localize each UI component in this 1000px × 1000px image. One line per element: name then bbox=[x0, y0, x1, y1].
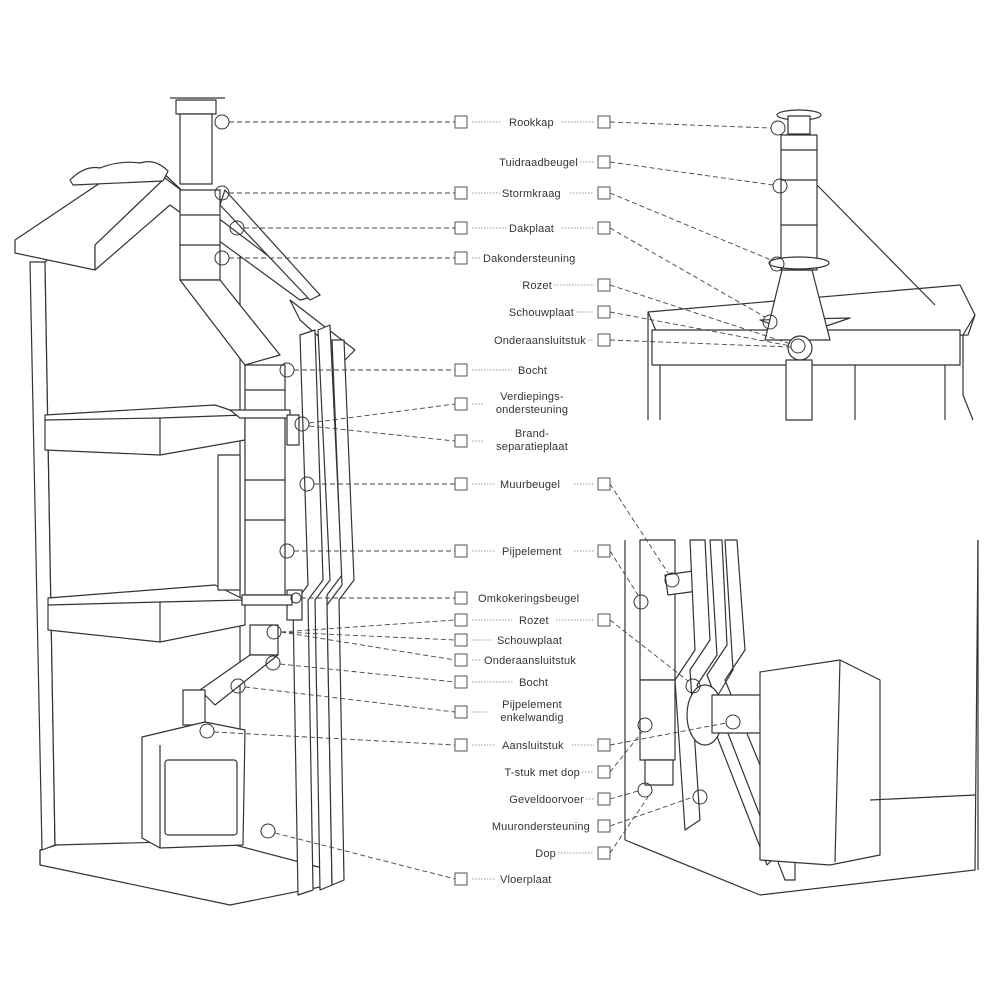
vertical-pipe bbox=[639, 539, 676, 681]
checkbox-muurondersteuning[interactable] bbox=[597, 819, 611, 833]
checkbox-dakondersteuning[interactable] bbox=[454, 251, 468, 265]
top-pipe bbox=[780, 134, 818, 271]
checkbox-dakplaat-left[interactable] bbox=[454, 221, 468, 235]
checkbox-schouwplaat-left[interactable] bbox=[454, 633, 468, 647]
label-vloerplaat: Vloerplaat bbox=[500, 874, 552, 886]
stormkraag-part bbox=[768, 256, 830, 270]
checkbox-omkokeringsbeugel[interactable] bbox=[454, 591, 468, 605]
checkbox-bocht[interactable] bbox=[454, 363, 468, 377]
single-wall-pipe bbox=[199, 654, 279, 706]
wall-layer-1 bbox=[674, 539, 711, 831]
rookkap-part bbox=[175, 99, 217, 115]
label-rozet-top: Rozet bbox=[522, 280, 552, 292]
label-onderaansluitstuk: Onderaansluitstuk bbox=[484, 655, 576, 667]
wall-layer-3 bbox=[714, 539, 796, 881]
checkbox-pijpelement-left[interactable] bbox=[454, 544, 468, 558]
checkbox-geveldoorvoer[interactable] bbox=[597, 792, 611, 806]
label-stormkraag: Stormkraag bbox=[502, 188, 561, 200]
checkbox-vloerplaat[interactable] bbox=[454, 872, 468, 886]
stove-rear bbox=[759, 659, 881, 866]
label-pijpelement-enkel-2: enkelwandig bbox=[500, 712, 563, 724]
checkbox-dop[interactable] bbox=[597, 846, 611, 860]
label-verdiepings-2: ondersteuning bbox=[496, 404, 568, 416]
ridge-tiles bbox=[69, 161, 169, 186]
checkbox-rozet-top[interactable] bbox=[597, 278, 611, 292]
label-geveldoorvoer: Geveldoorvoer bbox=[509, 794, 584, 806]
checkbox-aansluitstuk-left[interactable] bbox=[454, 738, 468, 752]
label-omkokeringsbeugel: Omkokeringsbeugel bbox=[478, 593, 579, 605]
checkbox-rookkap-right[interactable] bbox=[597, 115, 611, 129]
checkbox-stormkraag-right[interactable] bbox=[597, 186, 611, 200]
label-brand-2: separatieplaat bbox=[496, 441, 568, 453]
checkbox-stormkraag-left[interactable] bbox=[454, 186, 468, 200]
checkbox-aansluitstuk-right[interactable] bbox=[597, 738, 611, 752]
roof-detail-drawing bbox=[647, 109, 976, 421]
label-verdiepings-1: Verdiepings- bbox=[500, 391, 564, 403]
wall-passthrough-drawing bbox=[624, 539, 979, 896]
checkbox-muurbeugel-left[interactable] bbox=[454, 477, 468, 491]
label-dop: Dop bbox=[535, 848, 556, 860]
checkbox-rookkap-left[interactable] bbox=[454, 115, 468, 129]
checkbox-dakplaat-right[interactable] bbox=[597, 221, 611, 235]
checkbox-rozet-right[interactable] bbox=[597, 613, 611, 627]
label-muurondersteuning: Muurondersteuning bbox=[492, 821, 590, 833]
checkbox-muurbeugel-right[interactable] bbox=[597, 477, 611, 491]
checkbox-schouwplaat-top[interactable] bbox=[597, 305, 611, 319]
label-muurbeugel: Muurbeugel bbox=[500, 479, 560, 491]
label-dakondersteuning: Dakondersteuning bbox=[483, 253, 575, 265]
checkbox-onderaansluitstuk-left[interactable] bbox=[454, 653, 468, 667]
label-pijpelement: Pijpelement bbox=[502, 546, 562, 558]
label-dots bbox=[472, 121, 594, 880]
checkbox-brandseparatieplaat[interactable] bbox=[454, 434, 468, 448]
left-checkboxes[interactable] bbox=[454, 115, 468, 886]
label-bocht-2: Bocht bbox=[519, 677, 548, 689]
label-dakplaat: Dakplaat bbox=[509, 223, 554, 235]
label-brand-1: Brand- bbox=[515, 428, 549, 440]
checkbox-verdiepingsondersteuning[interactable] bbox=[454, 397, 468, 411]
label-bocht: Bocht bbox=[518, 365, 547, 377]
label-rozet: Rozet bbox=[519, 615, 549, 627]
label-tstuk: T-stuk met dop bbox=[504, 767, 580, 779]
facade-layer-3 bbox=[326, 339, 355, 886]
floor-support bbox=[229, 409, 291, 419]
roof-bend-pipe bbox=[179, 279, 281, 366]
t-piece bbox=[639, 679, 676, 761]
label-schouwplaat: Schouwplaat bbox=[497, 635, 562, 647]
label-onderaansluitstuk-top: Onderaansluitstuk bbox=[494, 335, 586, 347]
checkbox-pijpelement-enkelwandig[interactable] bbox=[454, 705, 468, 719]
label-schouwplaat-top: Schouwplaat bbox=[509, 307, 574, 319]
checkbox-tstuk[interactable] bbox=[597, 765, 611, 779]
dakplaat-cone bbox=[764, 269, 831, 341]
checkbox-bocht-2[interactable] bbox=[454, 675, 468, 689]
checkbox-pijpelement-right[interactable] bbox=[597, 544, 611, 558]
label-tuidraadbeugel: Tuidraadbeugel bbox=[499, 157, 578, 169]
label-rookkap: Rookkap bbox=[509, 117, 554, 129]
label-aansluitstuk: Aansluitstuk bbox=[502, 740, 564, 752]
checkbox-tuidraadbeugel[interactable] bbox=[597, 155, 611, 169]
lower-floor bbox=[47, 584, 246, 643]
checkbox-onderaansluitstuk-top[interactable] bbox=[597, 333, 611, 347]
label-pijpelement-enkel-1: Pijpelement bbox=[502, 699, 562, 711]
right-checkboxes[interactable] bbox=[597, 115, 611, 860]
horizontal-pipe bbox=[711, 694, 768, 734]
checkbox-rozet-left[interactable] bbox=[454, 613, 468, 627]
house-cutaway-drawing bbox=[14, 97, 356, 906]
labels: Rookkap Tuidraadbeugel Stormkraag Dakpla… bbox=[478, 117, 590, 886]
leaders bbox=[199, 114, 806, 880]
guy-wire bbox=[816, 184, 936, 306]
facade-layer-1 bbox=[292, 329, 324, 896]
